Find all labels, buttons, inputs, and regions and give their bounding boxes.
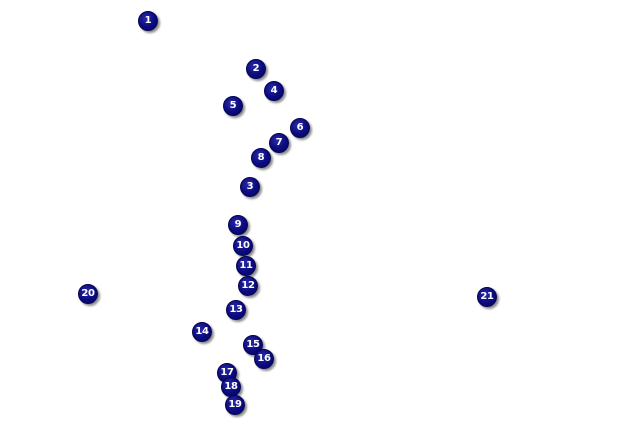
marker-label: 11 — [239, 260, 253, 271]
marker-8[interactable]: 8 — [251, 148, 271, 168]
marker-label: 9 — [234, 219, 242, 230]
marker-18[interactable]: 18 — [221, 377, 241, 397]
marker-label: 21 — [480, 291, 494, 302]
marker-19[interactable]: 19 — [225, 395, 245, 415]
marker-label: 1 — [144, 15, 152, 26]
marker-label: 14 — [195, 326, 209, 337]
marker-21[interactable]: 21 — [477, 287, 497, 307]
marker-20[interactable]: 20 — [78, 284, 98, 304]
marker-label: 3 — [246, 181, 254, 192]
marker-label: 10 — [236, 240, 250, 251]
marker-label: 19 — [228, 399, 242, 410]
marker-3[interactable]: 3 — [240, 177, 260, 197]
marker-7[interactable]: 7 — [269, 133, 289, 153]
marker-label: 15 — [246, 339, 260, 350]
marker-label: 13 — [229, 304, 243, 315]
marker-9[interactable]: 9 — [228, 215, 248, 235]
marker-5[interactable]: 5 — [223, 96, 243, 116]
marker-label: 4 — [270, 85, 278, 96]
marker-4[interactable]: 4 — [264, 81, 284, 101]
marker-11[interactable]: 11 — [236, 256, 256, 276]
marker-2[interactable]: 2 — [246, 59, 266, 79]
marker-16[interactable]: 16 — [254, 349, 274, 369]
marker-label: 5 — [229, 100, 237, 111]
marker-label: 20 — [81, 288, 95, 299]
marker-label: 16 — [257, 353, 271, 364]
marker-13[interactable]: 13 — [226, 300, 246, 320]
marker-1[interactable]: 1 — [138, 11, 158, 31]
marker-label: 12 — [241, 280, 255, 291]
marker-14[interactable]: 14 — [192, 322, 212, 342]
marker-label: 8 — [257, 152, 265, 163]
marker-12[interactable]: 12 — [238, 276, 258, 296]
marker-label: 7 — [275, 137, 283, 148]
marker-6[interactable]: 6 — [290, 118, 310, 138]
marker-label: 6 — [296, 122, 304, 133]
marker-10[interactable]: 10 — [233, 236, 253, 256]
marker-label: 18 — [224, 381, 238, 392]
marker-label: 2 — [252, 63, 260, 74]
